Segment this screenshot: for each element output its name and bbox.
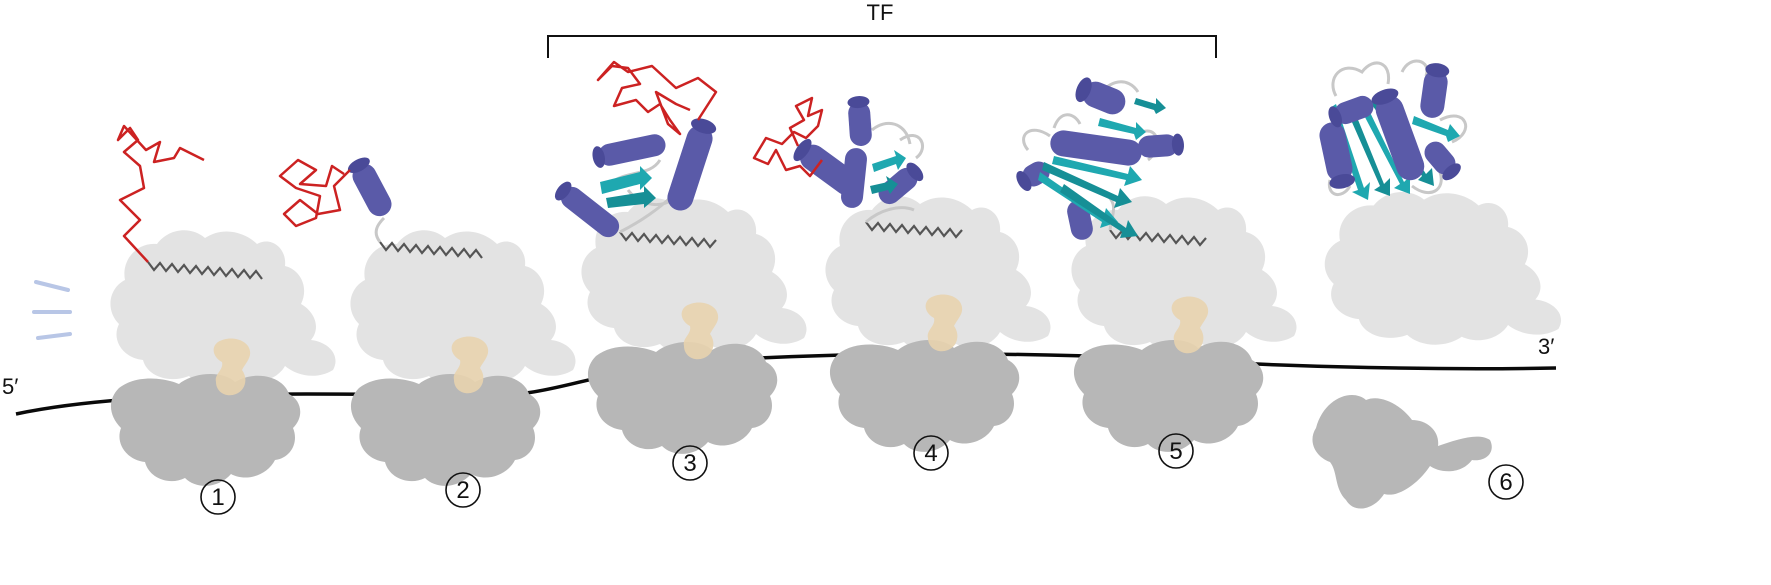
stage-2-marker: 2 [445,472,481,508]
stage-1-nascent-chain [147,261,263,280]
stage-6-folded-protein [1319,59,1468,200]
stage-4-helix-b [841,148,867,208]
stage-6-dissociated-ribosome [1312,192,1562,509]
svg-text:6: 6 [1499,469,1512,496]
stage-3-nascent-chain [619,231,717,249]
motion-lines [32,280,72,340]
stage-1-unfolded-coil [116,124,205,263]
svg-text:1: 1 [211,484,224,511]
tf-bracket [547,35,1217,58]
stage-2-nascent-chain [379,241,483,259]
tf-label: TF [867,0,894,25]
stage-5-helix-a [1075,77,1126,115]
stage-1-ribosome [110,124,336,486]
stage-5-ribosome [1016,77,1297,452]
stage-3-unfolded-coil [596,60,718,136]
stage-3-helix-c [667,118,717,211]
three-prime-label: 3′ [1538,334,1554,359]
stage-4-strand-b [870,176,898,194]
stage-3-ribosome [554,60,807,454]
stage-5-beta-sheet [1038,98,1166,238]
stage-3-strand-b [606,186,656,208]
stage-4-nascent-chain [865,221,963,239]
stage-5-marker: 5 [1158,433,1194,469]
stage-4-helix-c [847,96,872,146]
stage-3-helix-b [592,134,666,168]
stage-1-marker: 1 [200,479,236,515]
stage-2-unfolded-coil [278,158,351,228]
stage-3-helix-a [554,181,620,238]
stage-6-marker: 6 [1488,464,1524,500]
svg-text:3: 3 [683,450,696,477]
stage-3-marker: 3 [672,445,708,481]
stage-2-ribosome [278,157,576,486]
stage-5-helix-e [1016,161,1050,191]
stage-3-strand-a [600,166,652,194]
stage-4-marker: 4 [913,435,949,471]
stage-5-helix-b [1050,130,1142,166]
stage-4-helix-d [878,162,924,205]
five-prime-label: 5′ [2,374,18,399]
stage-4-ribosome [752,96,1051,452]
svg-text:5: 5 [1169,438,1182,465]
stage-6-small-subunit [1312,395,1492,509]
stage-5-helix-c [1138,133,1184,158]
stage-4-strand-a [872,150,906,172]
svg-text:4: 4 [924,440,937,467]
stage-2-helix [347,157,392,217]
stage-4-unfolded-coil [752,96,824,178]
svg-text:2: 2 [456,477,469,504]
